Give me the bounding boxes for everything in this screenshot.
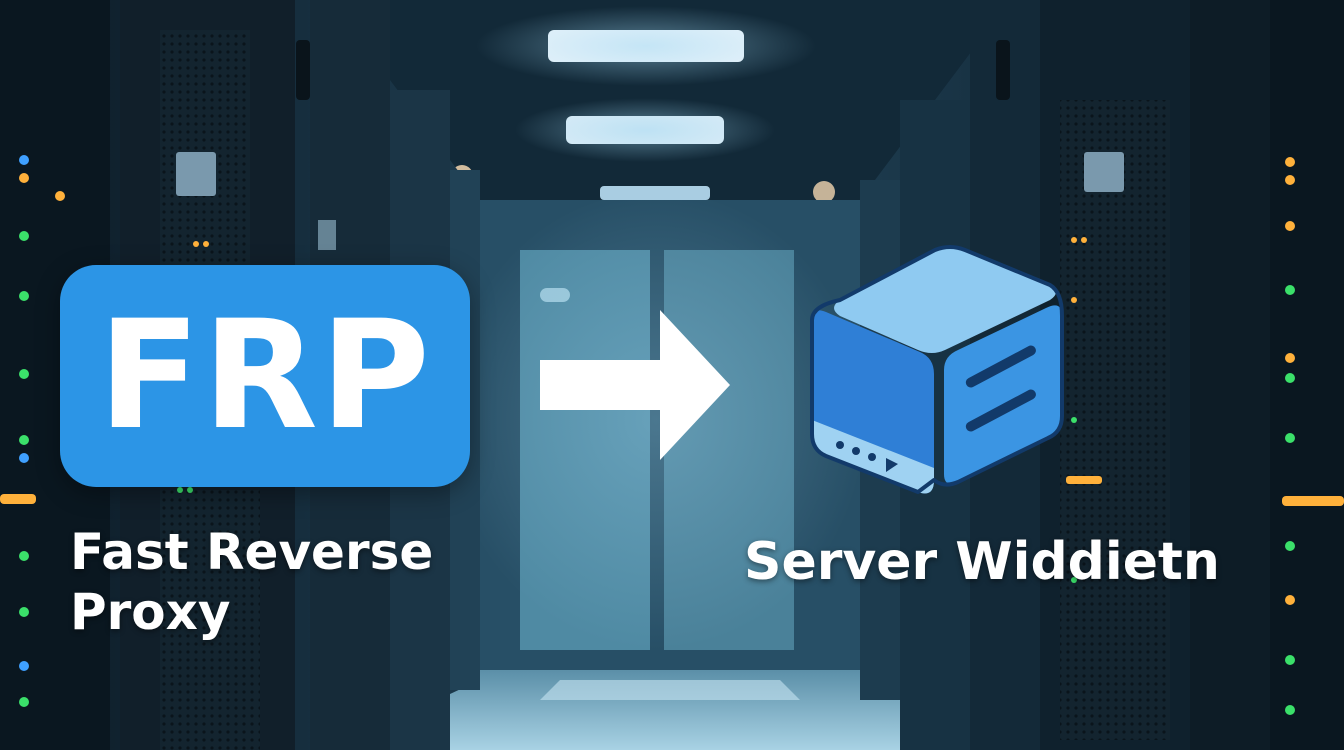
arrow-right-icon xyxy=(540,310,730,460)
frp-logo-text: FRP xyxy=(98,289,432,463)
right-server-racks xyxy=(860,0,1344,750)
server-box-icon xyxy=(810,245,1064,494)
frp-badge: FRP xyxy=(60,265,470,487)
left-caption-line-1: Fast Reverse xyxy=(70,523,434,581)
left-caption: Fast Reverse Proxy xyxy=(70,522,433,642)
ceiling-lights xyxy=(451,6,835,203)
right-caption: Server Widdietn xyxy=(744,532,1220,592)
left-caption-line-2: Proxy xyxy=(70,583,231,641)
